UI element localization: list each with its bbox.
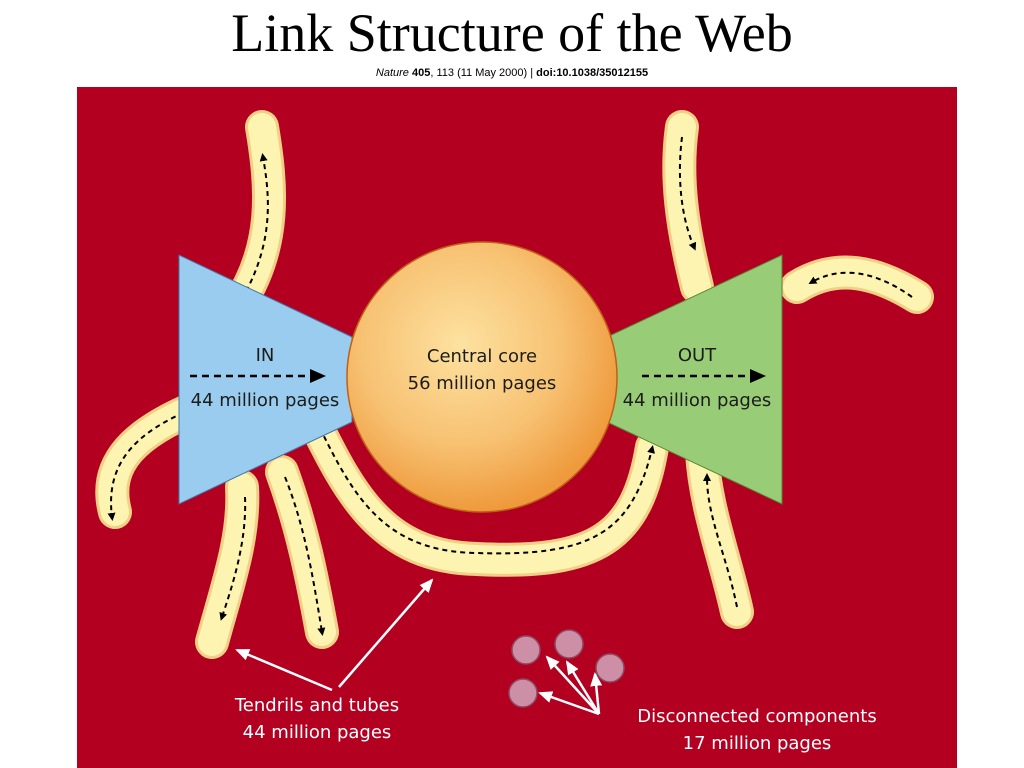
disconnected-pointer-3: [590, 672, 603, 715]
disconnected-nodes: [508, 629, 625, 708]
disconnected-pointer-1: [545, 655, 600, 715]
disconnected-title: Disconnected components: [637, 706, 877, 727]
citation-journal: Nature: [375, 67, 409, 79]
tube-in-to-out: [293, 393, 666, 574]
tendrils-title: Tendrils and tubes: [234, 695, 400, 716]
core-pages: 56 million pages: [407, 373, 557, 394]
dash-in-bottom-1: [219, 496, 247, 621]
out-label: OUT 44 million pages: [609, 342, 785, 414]
central-core: [346, 241, 618, 513]
citation-doi[interactable]: doi:10.1038/35012155: [536, 67, 649, 79]
tendril-out-bottom: [688, 438, 751, 626]
dash-tube: [311, 411, 655, 555]
in-region: [178, 254, 353, 505]
disconnected-node: [508, 678, 538, 708]
slide-title: Link Structure of the Web: [231, 3, 793, 63]
bowtie-svg: [95, 110, 934, 716]
tendril-pointer-2: [338, 578, 434, 688]
tendril-pointer-1: [235, 648, 333, 692]
dash-out-bottom: [703, 473, 738, 608]
tendrils-pages: 44 million pages: [242, 722, 392, 743]
disconnected-pointer-4: [538, 691, 600, 716]
tendril-in-bottom-1: [198, 473, 257, 656]
out-pages: 44 million pages: [622, 390, 772, 411]
disconnected-label: Disconnected components 17 million pages: [597, 703, 917, 757]
in-title: IN: [255, 345, 275, 366]
citation: Nature 405, 113 (11 May 2000) | doi:10.1…: [0, 66, 1024, 80]
dash-out-right: [808, 271, 913, 298]
annotation-arrows: [235, 578, 603, 716]
disconnected-node: [554, 629, 584, 659]
in-pages: 44 million pages: [190, 390, 340, 411]
tendril-dashes: [107, 136, 913, 636]
core-label: Central core 56 million pages: [382, 343, 582, 397]
citation-volume: 405: [412, 67, 431, 79]
core-title: Central core: [426, 346, 538, 367]
disconnected-pointer-2: [565, 660, 601, 715]
disconnected-node: [595, 653, 625, 683]
dash-in-bottom-2: [284, 476, 326, 636]
in-label: IN 44 million pages: [179, 342, 351, 414]
tendril-in-bottom-2: [268, 458, 336, 646]
tendrils-label: Tendrils and tubes 44 million pages: [207, 692, 427, 746]
dash-in-left: [107, 408, 193, 521]
tendril-in-top: [223, 113, 283, 321]
citation-details: , 113 (11 May 2000) |: [430, 67, 537, 79]
disconnected-pages: 17 million pages: [682, 733, 832, 754]
dash-out-top: [678, 136, 697, 251]
bowtie-diagram: IN 44 million pages Central core 56 mill…: [77, 87, 957, 768]
out-title: OUT: [677, 345, 717, 366]
disconnected-node: [511, 635, 541, 665]
